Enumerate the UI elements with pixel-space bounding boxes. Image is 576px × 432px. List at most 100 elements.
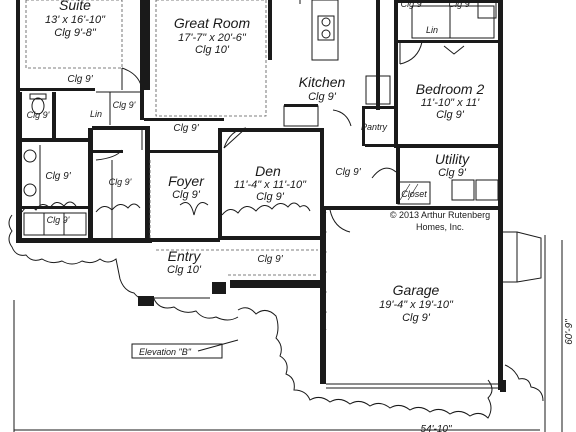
elevation-callout-box — [131, 343, 223, 359]
bedroom2-label: Bedroom 2 — [416, 81, 485, 97]
kitchen-cabinet — [311, 0, 339, 61]
great-room-dims: 17'-7" x 20'-6" — [178, 32, 247, 44]
top-right-ceiling-1: Clg 9' — [401, 0, 424, 9]
wall — [93, 150, 123, 153]
bath-fixture — [477, 0, 497, 19]
wall — [218, 128, 324, 132]
landscape-outline-right — [504, 364, 544, 402]
kitchen-sink-icon — [317, 15, 335, 41]
garage-ceiling: Clg 9' — [402, 312, 431, 324]
wall — [320, 128, 324, 208]
great-room-label: Great Room — [174, 15, 251, 31]
bedroom2-dims: 11'-10" x 11' — [421, 97, 480, 109]
refrigerator — [365, 75, 391, 105]
great-room-ceiling: Clg 10' — [195, 44, 230, 56]
wall — [20, 88, 95, 91]
wall — [498, 0, 503, 210]
garage-side-door-swing — [516, 231, 542, 283]
wall — [144, 0, 150, 90]
door-swing — [399, 41, 423, 65]
door-swing — [95, 149, 123, 161]
landscape-outline-left — [8, 214, 239, 321]
den-dims: 11'-4" x 11'-10" — [234, 179, 307, 191]
closet-door-icon — [443, 45, 465, 55]
toilet-icon — [31, 97, 45, 115]
wall — [20, 138, 90, 142]
garage-dims: 19'-4" x 19'-10" — [379, 299, 454, 311]
washer-icon — [451, 179, 475, 201]
garage-side-door — [503, 231, 518, 283]
wall — [230, 280, 320, 288]
wall — [365, 144, 394, 147]
kitchen-label: Kitchen — [299, 74, 346, 90]
entry-ceiling: Clg 10' — [167, 264, 202, 276]
wall — [284, 104, 318, 107]
suite-lower-ceiling: Clg 9' — [67, 74, 93, 85]
wall — [145, 126, 150, 242]
sink-basin-icon — [321, 29, 331, 39]
depth-dimension: 60'-9" — [564, 319, 575, 345]
ceiling-outline-great-room — [155, 0, 267, 117]
landscape-outline-hedge-den — [95, 203, 141, 213]
bedroom2-ceiling: Clg 9' — [436, 109, 465, 121]
suite-label: Suite — [59, 0, 91, 13]
wall — [362, 106, 394, 109]
sink-icon — [23, 183, 37, 197]
bath-small-ceiling: Clg 9' — [27, 110, 50, 120]
wall — [398, 40, 498, 43]
wall — [150, 238, 220, 242]
wall — [52, 92, 56, 140]
landscape-outline-bottom — [237, 307, 493, 419]
lin-right-label: Lin — [426, 25, 438, 35]
wall — [498, 206, 503, 390]
kitchen-island — [283, 105, 319, 127]
wall — [92, 126, 150, 130]
hall-small-ceiling: Clg 9' — [113, 100, 136, 110]
wall — [16, 92, 22, 242]
sink-icon — [23, 149, 37, 163]
sink-basin-icon — [321, 17, 331, 27]
wall — [20, 206, 90, 209]
wall — [398, 0, 498, 3]
wall — [376, 0, 380, 110]
wall — [212, 282, 226, 294]
foyer-label: Foyer — [168, 173, 205, 189]
den-label: Den — [255, 163, 281, 179]
utility-label: Utility — [435, 151, 470, 167]
wall — [326, 206, 502, 210]
wall — [144, 118, 224, 121]
lin-left-label: Lin — [90, 109, 102, 119]
wall — [150, 150, 218, 153]
wall — [394, 144, 502, 148]
wall — [218, 128, 222, 240]
bath-main-ceiling: Clg 9' — [45, 171, 71, 182]
closet-box — [397, 181, 431, 205]
door-leaf — [223, 127, 247, 149]
width-dimension: 54'-10" — [420, 424, 451, 432]
wall — [218, 236, 324, 240]
bench — [23, 212, 87, 236]
door-swing — [329, 209, 351, 233]
bath-bottom-ceiling: Clg 9' — [47, 215, 70, 225]
ceiling-outline-suite — [25, 0, 123, 69]
door-swing — [121, 67, 143, 91]
door-swing — [223, 127, 247, 149]
kitchen-ceiling: Clg 9' — [308, 91, 337, 103]
hatch — [407, 183, 419, 201]
door-swing — [179, 202, 209, 216]
entry-label: Entry — [168, 248, 202, 264]
garage-label: Garage — [393, 282, 440, 298]
wall — [362, 106, 365, 146]
wall — [138, 296, 154, 306]
wall — [16, 0, 20, 92]
copyright-line-1: © 2013 Arthur Rutenberg — [390, 210, 490, 220]
wall — [394, 0, 398, 148]
great-room-lower-ceiling: Clg 9' — [173, 123, 199, 134]
suite-dims: 13' x 16'-10" — [45, 14, 106, 26]
wall — [396, 148, 400, 204]
bedroom-closet — [411, 5, 495, 39]
wall — [500, 380, 506, 392]
den-side-ceiling: Clg 9' — [335, 167, 361, 178]
porch-ceiling: Clg 9' — [257, 254, 283, 265]
